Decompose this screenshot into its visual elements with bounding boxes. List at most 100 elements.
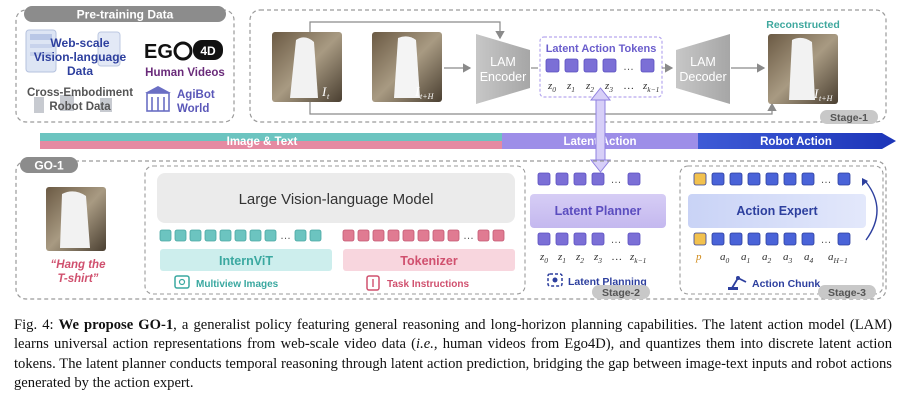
tokenizer-box bbox=[343, 249, 515, 271]
expert-out-ellipsis: … bbox=[821, 234, 832, 246]
task-instructions-label: Task Instructions bbox=[387, 279, 469, 290]
expert-out-token bbox=[729, 232, 743, 246]
stage1-token-label: z1 bbox=[566, 80, 575, 94]
tokenizer-label: Tokenizer bbox=[400, 254, 458, 268]
planner-in-token bbox=[591, 172, 605, 186]
planner-in-ellipsis: … bbox=[611, 174, 622, 186]
ego-label: Human Videos bbox=[145, 67, 225, 79]
lam-decoder bbox=[676, 34, 730, 104]
stage3-tag-bg bbox=[818, 285, 876, 299]
caption-fig-label: Fig. 4: bbox=[14, 317, 54, 333]
stage1-token-label: z0 bbox=[547, 80, 556, 94]
vision-token-row: … bbox=[159, 229, 322, 242]
text-token bbox=[432, 229, 445, 242]
frame-start-connector bbox=[309, 21, 505, 40]
latent-tokens-title: Latent Action Tokens bbox=[546, 43, 657, 55]
expert-token-label: aH−1 bbox=[828, 251, 848, 265]
text-token bbox=[357, 229, 370, 242]
stage1-token-label: z2 bbox=[585, 80, 594, 94]
planner-token-label: z2 bbox=[575, 251, 584, 265]
web-data-line1: Web-scale bbox=[50, 36, 109, 50]
planner-in-token bbox=[555, 172, 569, 186]
agibot-line1: AgiBot bbox=[177, 89, 215, 101]
expert-in-token bbox=[801, 172, 815, 186]
web-data-line2: Vision-language bbox=[34, 50, 127, 64]
planner-token-label: z1 bbox=[557, 251, 566, 265]
expert-in-token bbox=[729, 172, 743, 186]
text-token-row: … bbox=[342, 229, 505, 242]
planner-token-label: z3 bbox=[593, 251, 602, 265]
stage2-tag: Stage-2 bbox=[602, 287, 640, 299]
expert-token-label: a2 bbox=[762, 251, 772, 265]
text-ellipsis: … bbox=[463, 230, 474, 242]
svg-text:4D: 4D bbox=[200, 44, 216, 58]
frame-end-image: I t+H bbox=[372, 32, 442, 102]
frame-start-bottom-connector bbox=[309, 102, 777, 115]
text-token bbox=[342, 229, 355, 242]
encoder-label-2: Encoder bbox=[480, 70, 527, 84]
vision-token bbox=[219, 229, 232, 242]
expert-out-token bbox=[783, 232, 797, 246]
vlm-title: Large Vision-language Model bbox=[239, 191, 434, 208]
vision-ellipsis: … bbox=[280, 230, 291, 242]
text-token bbox=[387, 229, 400, 242]
go1-title: GO-1 bbox=[34, 159, 64, 173]
expert-out-token bbox=[801, 232, 815, 246]
internvit-label: InternViT bbox=[219, 254, 273, 268]
observation-image bbox=[46, 187, 106, 251]
vision-token bbox=[264, 229, 277, 242]
vision-token bbox=[189, 229, 202, 242]
stage1-token bbox=[640, 58, 655, 73]
planner-out-token bbox=[555, 232, 569, 246]
expert-in-token bbox=[711, 172, 725, 186]
go1-diagram: Pre-training Data Web-scale Vision-langu… bbox=[15, 6, 896, 300]
bar-robot-action: Robot Action bbox=[760, 136, 832, 148]
instruction-line1: “Hang the bbox=[51, 259, 107, 271]
caption-italic-ie: i.e., bbox=[416, 336, 438, 353]
reconstructed-label: Reconstructed bbox=[766, 19, 840, 31]
planner-in-token bbox=[627, 172, 641, 186]
planner-in-token bbox=[573, 172, 587, 186]
reconstructed-frame-label: I bbox=[813, 86, 819, 101]
expert-in-token bbox=[693, 172, 707, 186]
caption-text-2: human videos from Ego4D), and quantizes … bbox=[14, 336, 892, 391]
expert-in-ellipsis: … bbox=[821, 174, 832, 186]
denoise-loop-arrow bbox=[865, 181, 878, 241]
action-chunk-label: Action Chunk bbox=[752, 278, 820, 290]
encoder-label-1: LAM bbox=[490, 55, 516, 69]
multiview-label: Multiview Images bbox=[196, 279, 279, 290]
robot-data-icon bbox=[34, 95, 112, 113]
stage2-tag-bg bbox=[592, 285, 650, 299]
expert-in-token bbox=[837, 172, 851, 186]
multiview-icon bbox=[174, 275, 190, 289]
stage1-token bbox=[545, 58, 560, 73]
pretraining-title: Pre-training Data bbox=[77, 8, 174, 22]
text-token bbox=[447, 229, 460, 242]
robot-data-line2: Robot Data bbox=[49, 101, 111, 113]
web-data-icon bbox=[25, 29, 121, 73]
ego4d-logo: EG 4D bbox=[144, 40, 223, 63]
stage1-token bbox=[564, 58, 579, 73]
instruction-icon bbox=[366, 275, 380, 291]
vision-token bbox=[294, 229, 307, 242]
go1-panel: GO-1 “Hang the T-shirt” Large Vision-lan… bbox=[15, 157, 887, 300]
internvit-box bbox=[160, 249, 332, 271]
lam-encoder bbox=[476, 34, 530, 104]
pretraining-panel: Pre-training Data Web-scale Vision-langu… bbox=[15, 6, 235, 123]
planner-in-token bbox=[537, 172, 551, 186]
stage1-panel: I t I t+H LAM Encoder Latent Action Toke… bbox=[249, 9, 887, 124]
robot-data-line1: Cross-Embodiment bbox=[27, 87, 133, 99]
vlm-box bbox=[157, 173, 515, 223]
planner-out-token bbox=[537, 232, 551, 246]
stage1-tag: Stage-1 bbox=[830, 112, 868, 124]
pipeline-bar: Image & Text Latent Action Robot Action bbox=[40, 133, 896, 149]
expert-token-label: a3 bbox=[783, 251, 793, 265]
planner-input-tokens: … bbox=[537, 172, 641, 186]
expert-in-token bbox=[783, 172, 797, 186]
action-expert-box bbox=[688, 194, 866, 228]
frame-start-sub: t bbox=[327, 92, 330, 101]
